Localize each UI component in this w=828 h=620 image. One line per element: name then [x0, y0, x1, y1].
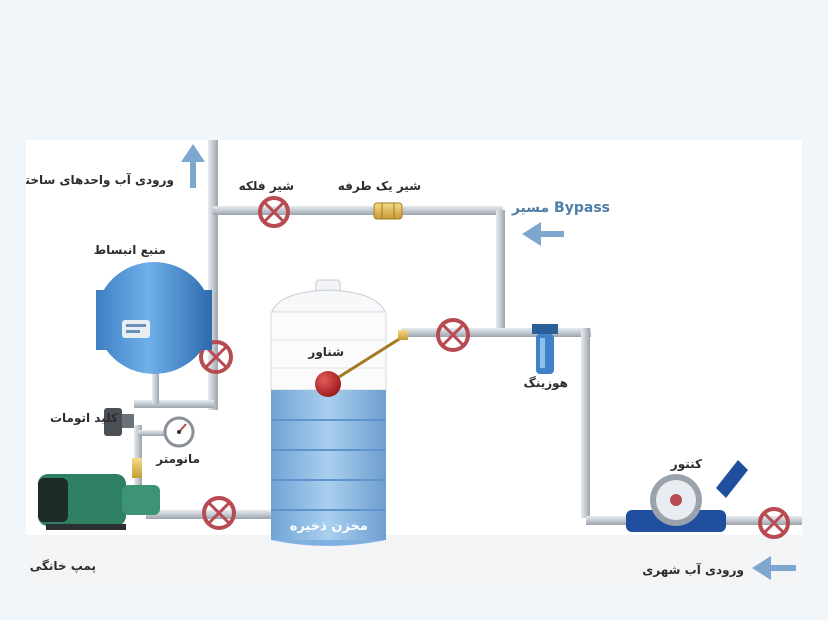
- inlet-pipe: [401, 328, 591, 337]
- label-float: شناور: [307, 345, 344, 360]
- pump-discharge-pipe: [134, 425, 142, 485]
- water-meter: [626, 460, 748, 532]
- auto-switch: [104, 408, 134, 436]
- valve-icon: [436, 318, 470, 352]
- label-storage-tank: مخزن ذخیره: [290, 519, 368, 534]
- left-arrow-icon: [752, 556, 796, 580]
- label-city-inlet: ورودی آب شهری: [642, 562, 744, 578]
- suction-pipe: [146, 510, 276, 519]
- label-manometer: مانومتر: [155, 452, 200, 467]
- housing-filter: [532, 324, 558, 374]
- discharge-horizontal-pipe: [134, 400, 214, 408]
- label-expansion-tank: منبع انبساط: [94, 243, 166, 257]
- bypass-pipe: [496, 210, 505, 330]
- gauge-icon: [163, 416, 195, 448]
- label-bypass: مسیر Bypass: [511, 200, 610, 216]
- label-home-pump: پمپ خانگی: [30, 559, 96, 573]
- city-pipe-vertical: [581, 328, 590, 518]
- float-valve: [315, 330, 408, 397]
- label-housing: هوزینگ: [524, 376, 568, 391]
- plumbing-diagram: ورودی آب واحدهای ساختمانی شیر فلکه شیر ی…: [26, 140, 802, 585]
- label-building-inlet: ورودی آب واحدهای ساختمانی: [26, 172, 174, 188]
- up-arrow-icon: [181, 144, 205, 188]
- label-check-valve: شیر یک طرفه: [338, 179, 421, 193]
- gauge-pipe: [138, 430, 178, 436]
- storage-tank: [270, 279, 387, 546]
- valve-icon: [258, 196, 290, 228]
- valve-icon: [199, 340, 233, 374]
- valve-icon: [202, 496, 236, 530]
- label-auto-switch: کلید اتومات: [50, 411, 118, 426]
- label-meter: کنتور: [670, 457, 702, 472]
- home-pump: [38, 458, 160, 530]
- floor: [26, 535, 802, 585]
- valve-icon: [758, 507, 790, 539]
- expansion-pipe: [152, 368, 159, 404]
- diagram-svg: ورودی آب واحدهای ساختمانی شیر فلکه شیر ی…: [26, 140, 802, 585]
- check-valve: [373, 202, 403, 220]
- label-gate-valve: شیر فلکه: [239, 179, 294, 193]
- riser-pipe: [208, 140, 218, 410]
- expansion-tank: [96, 262, 212, 374]
- top-pipe: [213, 206, 503, 215]
- left-arrow-icon: [522, 222, 564, 246]
